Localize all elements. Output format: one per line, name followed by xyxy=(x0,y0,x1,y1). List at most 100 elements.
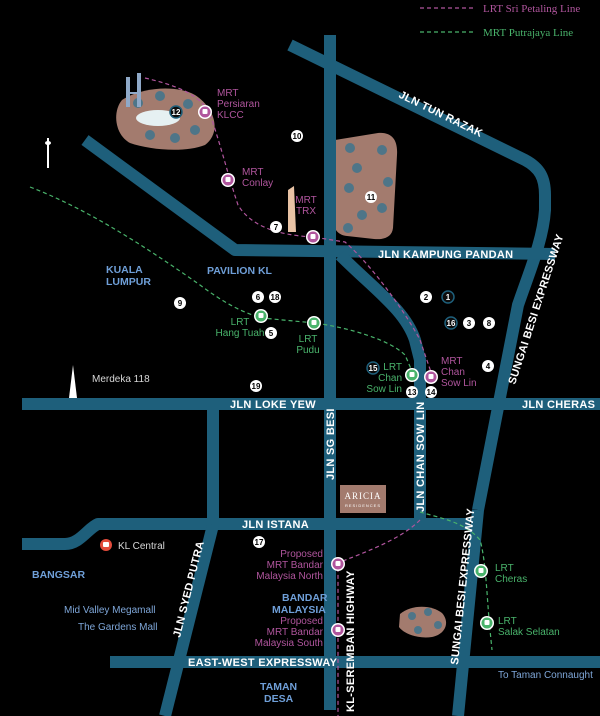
station-label-line: MRT xyxy=(242,167,263,178)
train-glyph xyxy=(409,372,415,377)
area-label-pavilion: PAVILION KL xyxy=(207,265,273,277)
place-label-merdeka: Merdeka 118 xyxy=(92,374,150,385)
road-label-istana: JLN ISTANA xyxy=(242,519,309,531)
station-label-line: LRT xyxy=(495,563,514,574)
station-label-line: LRT xyxy=(383,362,402,373)
station-label-line: Persiaran xyxy=(217,99,260,110)
train-glyph xyxy=(311,320,317,325)
marker-circle xyxy=(169,105,183,119)
train-glyph xyxy=(202,109,208,114)
road-label-kampung-pandan: JLN KAMPUNG PANDAN xyxy=(378,249,513,261)
marker-circle xyxy=(252,291,264,303)
marker-circle xyxy=(483,317,495,329)
station-label-line: Hang Tuah xyxy=(216,328,265,339)
station-label-line: MRT xyxy=(295,195,316,206)
marker-circle xyxy=(270,221,282,233)
marker-number: 13 xyxy=(408,388,417,397)
marker-16: 16 xyxy=(444,316,458,330)
place-label-kl-central: KL Central xyxy=(118,541,165,552)
station-label-line: LRT xyxy=(299,334,318,345)
station-label-line: MRT Bandar xyxy=(267,627,324,638)
station-label-line: Chan xyxy=(441,367,465,378)
marker-3: 3 xyxy=(463,317,475,329)
station-label-line: KLCC xyxy=(217,110,244,121)
place-label-gardens: The Gardens Mall xyxy=(78,622,157,633)
area-label-desa: DESA xyxy=(264,693,294,705)
marker-18: 18 xyxy=(269,291,281,303)
marker-13: 13 xyxy=(406,386,418,398)
train-glyph xyxy=(428,374,434,379)
station-label-line: Pudu xyxy=(296,345,319,356)
klcc-park xyxy=(116,73,215,150)
marker-2: 2 xyxy=(420,291,432,303)
marker-14: 14 xyxy=(425,386,437,398)
marker-number: 16 xyxy=(447,319,456,328)
marker-number: 18 xyxy=(271,293,280,302)
area-label-kuala: KUALA xyxy=(106,264,143,276)
merdeka-118-icon xyxy=(69,365,77,398)
marker-circle xyxy=(291,130,303,142)
marker-10: 10 xyxy=(291,130,303,142)
area-label-malaysia: MALAYSIA xyxy=(272,604,326,616)
train-glyph xyxy=(335,561,341,566)
train-glyph xyxy=(335,627,341,632)
station-label-line: Malaysia North xyxy=(256,571,323,582)
road-chan-sow-lin xyxy=(335,250,426,525)
station-label-line: TRX xyxy=(296,206,316,217)
marker-circle xyxy=(265,327,277,339)
station-label-line: Conlay xyxy=(242,178,273,189)
area-label-lumpur: LUMPUR xyxy=(106,276,151,288)
marker-number: 5 xyxy=(269,329,274,338)
marker-circle xyxy=(250,380,262,392)
trx-tower-icon xyxy=(288,186,296,232)
aricia-name: ARICIA xyxy=(345,491,382,501)
aricia-sub: RESIDENCES xyxy=(345,503,381,508)
road-istana xyxy=(22,518,470,550)
lrt-line-path xyxy=(29,186,416,379)
marker-15: 15 xyxy=(366,361,380,375)
road-kampung-pandan xyxy=(81,135,556,260)
marker-circle xyxy=(425,386,437,398)
aricia-residences: ARICIA RESIDENCES xyxy=(340,485,386,513)
marker-4: 4 xyxy=(482,360,494,372)
train-glyph xyxy=(484,620,490,625)
train-glyph xyxy=(478,568,484,573)
station-label-line: Proposed xyxy=(280,616,323,627)
marker-number: 17 xyxy=(255,538,264,547)
marker-circle xyxy=(441,290,455,304)
salak-park xyxy=(399,606,447,638)
marker-circle xyxy=(406,386,418,398)
marker-12: 12 xyxy=(169,105,183,119)
marker-number: 11 xyxy=(367,193,376,202)
area-label-bandar: BANDAR xyxy=(282,592,328,604)
road-label-tun-razak: JLN TUN RAZAK xyxy=(397,89,485,140)
station-label-line: MRT xyxy=(217,88,238,99)
station-label-line: Sow Lin xyxy=(366,384,402,395)
station-label-line: Proposed xyxy=(280,549,323,560)
train-glyph xyxy=(258,313,264,318)
marker-7: 7 xyxy=(270,221,282,233)
road-network xyxy=(22,35,600,716)
marker-number: 14 xyxy=(427,388,436,397)
station-label-line: Chan xyxy=(378,373,402,384)
road-sungai-besi-lower xyxy=(452,509,484,716)
road-label-sg-besi: JLN SG BESI xyxy=(325,408,337,480)
road-tun-razak xyxy=(287,39,551,512)
